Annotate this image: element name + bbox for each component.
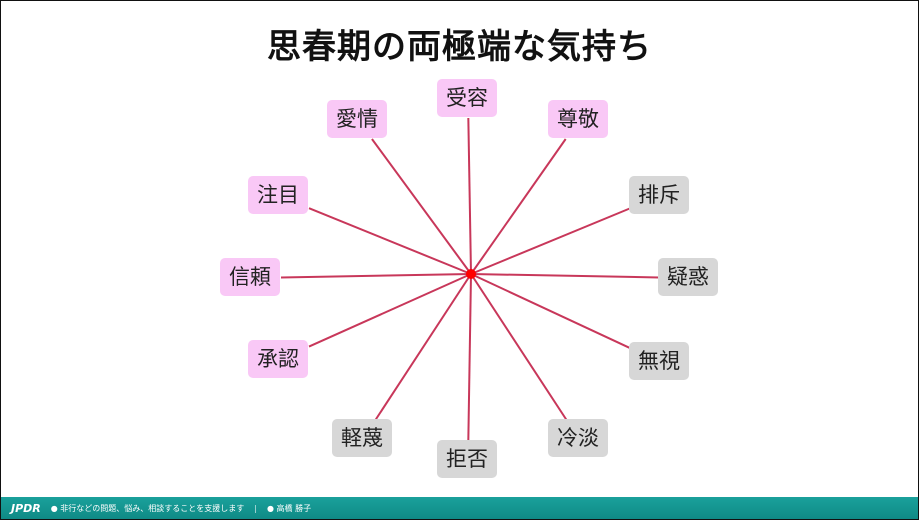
spoke-to-juyou — [467, 117, 472, 275]
label-keibetsu: 軽蔑 — [332, 419, 392, 457]
spoke-to-haiseki — [470, 207, 631, 275]
spoke-to-giwaku — [470, 273, 660, 279]
label-kyohi: 拒否 — [437, 440, 497, 478]
footer-logo: JPDR — [11, 501, 41, 515]
spoke-to-kyohi — [467, 273, 472, 442]
label-juyou: 受容 — [437, 79, 497, 117]
spoke-to-keibetsu — [374, 273, 472, 421]
spoke-to-reitan — [470, 273, 568, 421]
spoke-to-shounin — [308, 273, 472, 348]
footer-text: ● 非行などの問題、悩み、相談することを支援します — [50, 503, 245, 513]
spoke-to-sonkei — [470, 138, 567, 275]
spoke-to-mushi — [470, 273, 631, 349]
footer-separator: | — [254, 503, 257, 513]
radial-diagram — [280, 117, 660, 442]
spoke-to-chuumoku — [308, 207, 472, 275]
spoke-to-shinrai — [280, 273, 472, 279]
label-mushi: 無視 — [629, 342, 689, 380]
center-point — [466, 269, 476, 279]
label-reitan: 冷淡 — [548, 419, 608, 457]
label-sonkei: 尊敬 — [548, 100, 608, 138]
label-giwaku: 疑惑 — [658, 258, 718, 296]
footer-bar: JPDR ● 非行などの問題、悩み、相談することを支援します | ● 高橋 勝子 — [1, 497, 918, 519]
label-chuumoku: 注目 — [248, 176, 308, 214]
spokes-group — [280, 117, 660, 442]
footer-name: ● 高橋 勝子 — [267, 503, 312, 513]
label-shounin: 承認 — [248, 340, 308, 378]
label-haiseki: 排斥 — [629, 176, 689, 214]
label-aijou: 愛情 — [327, 100, 387, 138]
label-shinrai: 信頼 — [220, 258, 280, 296]
spoke-to-aijou — [371, 138, 472, 275]
page-title: 思春期の両極端な気持ち — [267, 27, 652, 67]
